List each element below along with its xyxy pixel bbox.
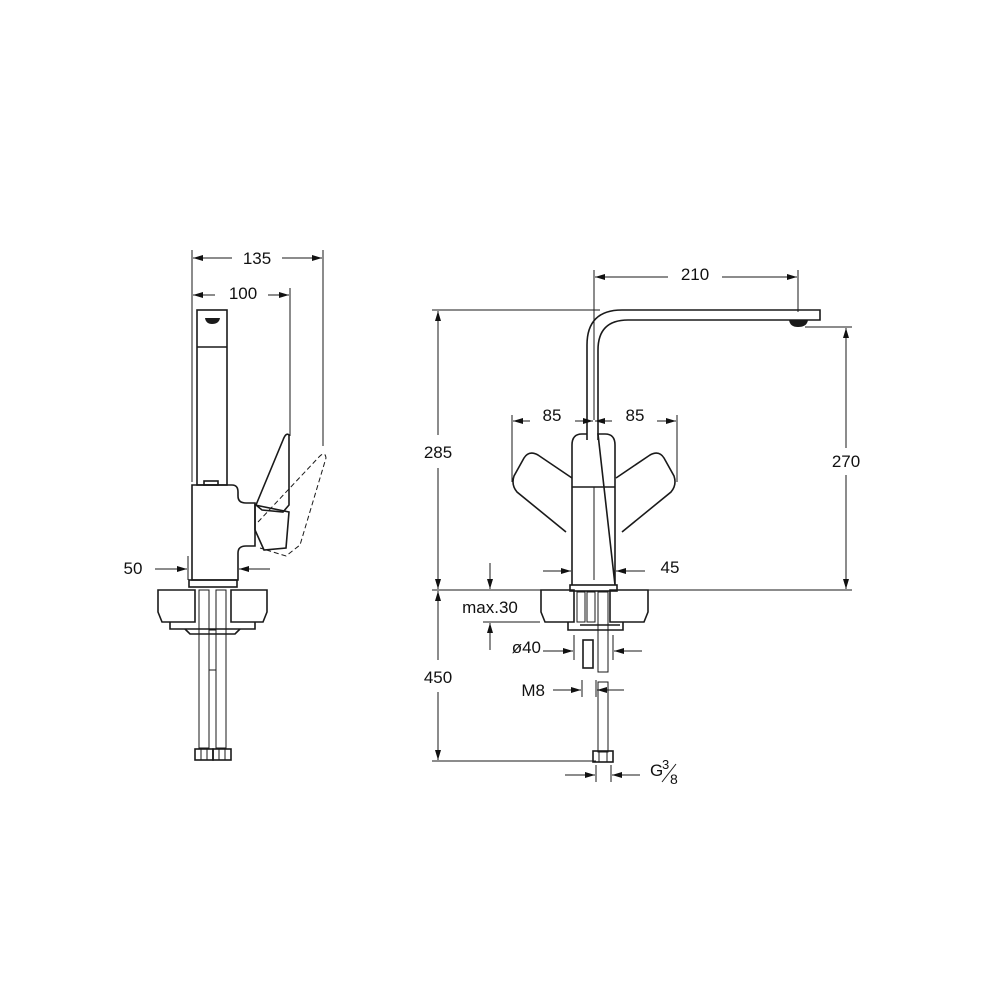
base-plate xyxy=(188,579,238,588)
handle-left xyxy=(512,452,573,533)
dim-diameter-40: ø40 xyxy=(512,635,642,660)
lever-open-position xyxy=(257,453,327,557)
side-view: 135 100 50 xyxy=(124,249,327,761)
dim-label-50: 50 xyxy=(124,559,143,578)
dim-label-100: 100 xyxy=(229,284,257,303)
front-view: 285 450 210 270 xyxy=(424,265,860,787)
handle-right xyxy=(615,452,676,533)
dim-label-135: 135 xyxy=(243,249,271,268)
aerator xyxy=(789,320,808,327)
body-front xyxy=(571,433,616,586)
thread-denominator: 8 xyxy=(670,771,678,787)
dim-45: 45 xyxy=(543,558,679,577)
countertop-section xyxy=(540,589,575,623)
thread-numerator: 3 xyxy=(662,757,669,772)
dim-label-diameter-40: ø40 xyxy=(512,638,541,657)
dim-label-450: 450 xyxy=(424,668,452,687)
spout-front xyxy=(586,309,821,440)
base-plate xyxy=(569,584,618,592)
dim-m8: M8 xyxy=(521,680,624,700)
hose xyxy=(597,591,609,673)
dim-285: 285 xyxy=(424,311,452,589)
dim-100: 100 xyxy=(193,284,289,303)
hose-left xyxy=(198,589,210,749)
dim-label-m8: M8 xyxy=(521,681,545,700)
dim-max-30: max.30 xyxy=(462,563,540,650)
hose-right xyxy=(215,589,227,749)
dim-label-270: 270 xyxy=(832,452,860,471)
dim-135: 135 xyxy=(193,249,322,268)
dim-label-210: 210 xyxy=(681,265,709,284)
dim-label-85-left: 85 xyxy=(543,406,562,425)
dim-450: 450 xyxy=(424,591,452,760)
thread-label-g: G xyxy=(650,761,663,780)
dim-label-max-30: max.30 xyxy=(462,598,518,617)
body-side xyxy=(191,484,256,581)
dim-label-45: 45 xyxy=(661,558,680,577)
aerator xyxy=(205,318,220,324)
hose-nut xyxy=(592,750,614,763)
spout-side xyxy=(196,309,228,486)
dim-85-left: 85 xyxy=(513,406,593,425)
dim-85-right: 85 xyxy=(595,406,676,425)
countertop-section xyxy=(157,589,196,623)
dim-210: 210 xyxy=(595,265,797,284)
dim-label-285: 285 xyxy=(424,443,452,462)
dim-g-3-8: G 3 8 xyxy=(565,757,678,787)
dim-label-85-right: 85 xyxy=(626,406,645,425)
mounting-stud xyxy=(582,639,594,669)
hose-nut xyxy=(194,748,214,761)
dim-270: 270 xyxy=(832,328,860,589)
dim-50: 50 xyxy=(124,556,270,580)
lever xyxy=(255,433,290,513)
